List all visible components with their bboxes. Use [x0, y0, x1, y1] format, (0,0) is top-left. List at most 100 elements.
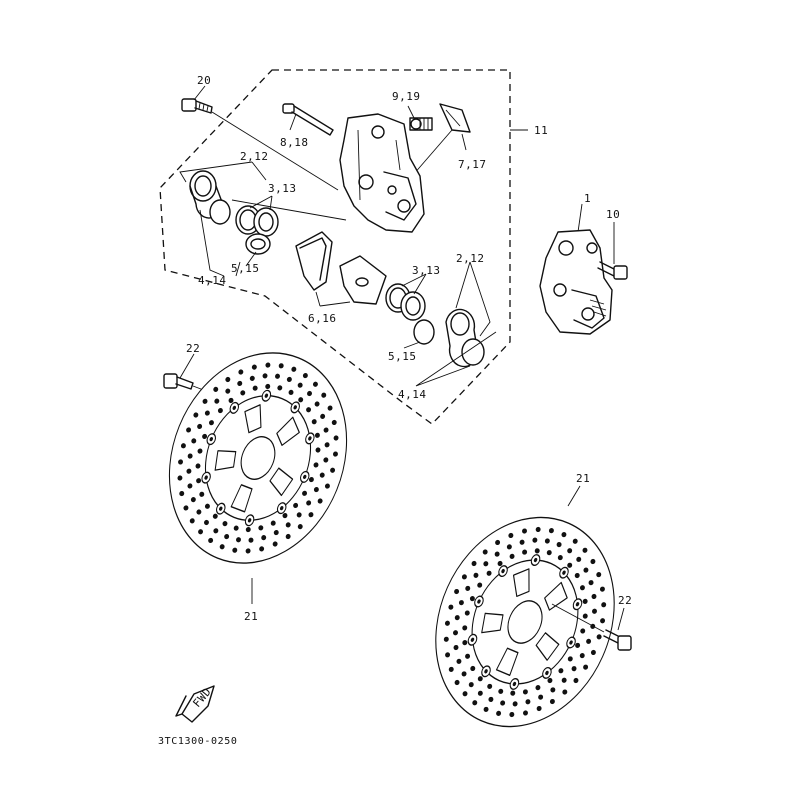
disc-drill-hole: [548, 528, 554, 534]
disc-drill-hole: [228, 397, 234, 403]
disc-drill-hole: [296, 512, 302, 518]
disc-carrier-window: [535, 632, 560, 661]
disc-drill-hole: [547, 677, 553, 684]
disc-drill-hole: [327, 405, 333, 411]
disc-drill-hole: [561, 531, 567, 538]
disc-drill-hole: [285, 522, 291, 528]
disc-drill-hole: [469, 595, 475, 602]
disc-drill-hole: [599, 586, 605, 592]
disc-drill-hole: [204, 503, 210, 509]
disc-drill-hole: [453, 644, 459, 651]
disc-drill-hole: [204, 410, 210, 416]
disc-drill-hole: [212, 513, 218, 519]
disc-drill-hole: [313, 462, 319, 468]
disc-drill-hole: [202, 433, 208, 440]
disc-float-rivet: [501, 568, 505, 574]
disc-drill-hole: [477, 690, 483, 696]
callout-1: 1: [584, 192, 591, 205]
caliper-assembly-boundary: [159, 69, 511, 425]
disc-carrier-window: [495, 647, 519, 676]
disc-drill-hole: [536, 705, 542, 712]
disc-drill-hole: [586, 638, 592, 644]
disc-drill-hole: [187, 453, 193, 459]
callout-3-13-mid: 3,13: [412, 264, 441, 277]
disc-drill-hole: [314, 401, 320, 407]
fwd-arrow-icon: [175, 685, 215, 723]
disc-drill-hole: [575, 642, 581, 649]
disc-drill-hole: [487, 683, 493, 689]
disc-drill-hole: [456, 658, 462, 664]
disc-drill-hole: [236, 537, 241, 543]
disc-drill-hole: [202, 398, 208, 404]
disc-drill-hole: [574, 572, 580, 579]
disc-drill-hole: [285, 533, 291, 540]
seal-3-13-top: [235, 205, 279, 237]
callout-21-left: 21: [244, 610, 258, 623]
disc-drill-hole: [506, 544, 512, 550]
disc-drill-hole: [190, 497, 196, 503]
disc-drill-hole: [500, 700, 506, 706]
disc-drill-hole: [233, 525, 239, 531]
callout-7-17: 7,17: [458, 158, 487, 171]
disc-drill-hole: [453, 630, 458, 636]
disc-drill-hole: [278, 363, 284, 369]
disc-drill-hole: [482, 549, 488, 555]
disc-drill-hole: [579, 585, 585, 591]
disc-drill-hole: [582, 547, 588, 553]
disc-drill-hole: [462, 691, 468, 697]
disc-drill-hole: [468, 682, 474, 688]
disc-drill-hole: [567, 562, 573, 568]
disc-drill-hole: [270, 520, 276, 526]
bleed-screw-9-19: [409, 117, 433, 131]
disc-drill-hole: [197, 448, 203, 454]
disc-drill-hole: [496, 710, 502, 716]
disc-drill-hole: [238, 369, 244, 375]
brake-disc-right: [435, 516, 615, 728]
disc-drill-hole: [443, 636, 449, 642]
disc-drill-hole: [483, 561, 489, 567]
bolt-22-left: [163, 373, 194, 390]
disc-drill-hole: [544, 538, 550, 544]
bolt-20: [181, 98, 213, 114]
disc-drill-hole: [454, 588, 460, 595]
disc-carrier-window: [244, 404, 262, 434]
disc-drill-hole: [596, 634, 602, 640]
disc-drill-hole: [462, 640, 468, 646]
disc-drill-hole: [448, 604, 454, 610]
disc-drill-hole: [477, 676, 483, 682]
disc-drill-hole: [600, 618, 606, 624]
diagram-code: 3TC1300-0250: [158, 736, 237, 747]
disc-drill-hole: [330, 467, 336, 473]
disc-drill-hole: [462, 625, 468, 631]
disc-float-rivet: [562, 570, 566, 575]
disc-drill-hole: [208, 420, 214, 426]
callout-9-19: 9,19: [392, 90, 421, 103]
disc-drill-hole: [556, 541, 562, 548]
brake-pad-6-16: [295, 231, 387, 305]
disc-drill-hole: [470, 665, 476, 672]
disc-drill-hole: [532, 537, 538, 543]
disc-drill-hole: [494, 551, 500, 557]
disc-drill-hole: [333, 451, 338, 457]
disc-drill-hole: [522, 689, 528, 695]
disc-drill-hole: [472, 700, 478, 706]
disc-drill-hole: [454, 679, 460, 686]
disc-carrier-window: [230, 484, 253, 513]
disc-drill-hole: [486, 570, 492, 576]
disc-drill-hole: [588, 580, 594, 586]
disc-drill-hole: [217, 407, 223, 414]
disc-drill-hole: [313, 486, 319, 493]
disc-drill-hole: [572, 538, 578, 544]
disc-drill-hole: [245, 526, 251, 533]
disc-drill-hole: [245, 548, 251, 554]
disc-drill-hole: [265, 383, 271, 390]
seal-5-15-top: [245, 233, 271, 255]
disc-float-rivet: [470, 637, 475, 642]
disc-drill-hole: [213, 528, 219, 534]
disc-drill-hole: [297, 524, 303, 530]
disc-drill-hole: [259, 546, 265, 552]
disc-drill-hole: [306, 500, 312, 506]
disc-float-rivet: [484, 669, 488, 674]
pin-8-18: [282, 103, 334, 136]
